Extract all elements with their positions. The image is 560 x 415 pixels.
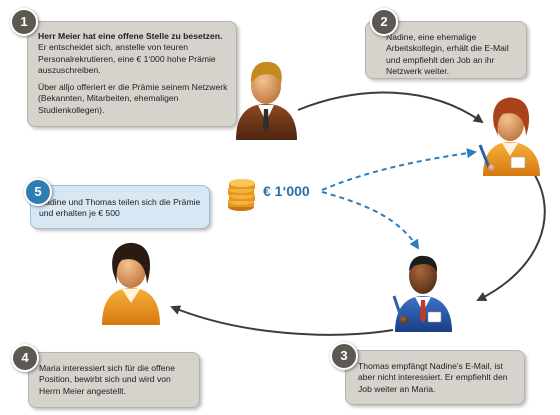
step-2-text: Nadine, eine ehemalige Arbeitskollegin, …: [386, 32, 509, 76]
step-5-bubble: Nadine und Thomas teilen sich die Prämie…: [30, 185, 210, 229]
step-1-text-2: Über alljo offeriert er die Prämie seine…: [38, 82, 228, 115]
dashed-arrow-to-nadine: [321, 148, 477, 191]
person-meier-icon: [236, 61, 297, 140]
step-3-text: Thomas empfängt Nadine's E-Mail, ist abe…: [358, 361, 508, 394]
person-nadine-icon: [478, 97, 540, 176]
person-thomas-icon: [392, 255, 452, 332]
step-4-text: Maria interessiert sich für die offene P…: [39, 363, 175, 396]
step-1-bold-text: Herr Meier hat eine offene Stelle zu bes…: [38, 31, 223, 41]
arrow-thomas-to-maria: [170, 305, 394, 336]
step-5-badge: 5: [24, 178, 52, 206]
step-4-bubble: Maria interessiert sich für die offene P…: [28, 352, 200, 408]
step-1-badge: 1: [10, 8, 38, 36]
arrow-meier-to-nadine: [297, 91, 484, 124]
step-4-badge: 4: [11, 344, 39, 372]
step-5-text: Nadine und Thomas teilen sich die Prämie…: [39, 197, 201, 219]
person-maria-icon: [102, 242, 160, 325]
dashed-arrow-to-thomas: [321, 191, 420, 250]
step-2-badge: 2: [370, 8, 398, 36]
step-3-badge: 3: [330, 342, 358, 370]
step-3-bubble: Thomas empfängt Nadine's E-Mail, ist abe…: [345, 350, 525, 405]
step-1-text: Er entscheidet sich, anstelle von teuren…: [38, 42, 216, 75]
coin-stack-icon: [228, 179, 255, 211]
reward-amount: € 1‘000: [263, 183, 310, 199]
step-1-bubble: Herr Meier hat eine offene Stelle zu bes…: [27, 21, 237, 127]
arrow-nadine-to-thomas: [476, 171, 546, 302]
